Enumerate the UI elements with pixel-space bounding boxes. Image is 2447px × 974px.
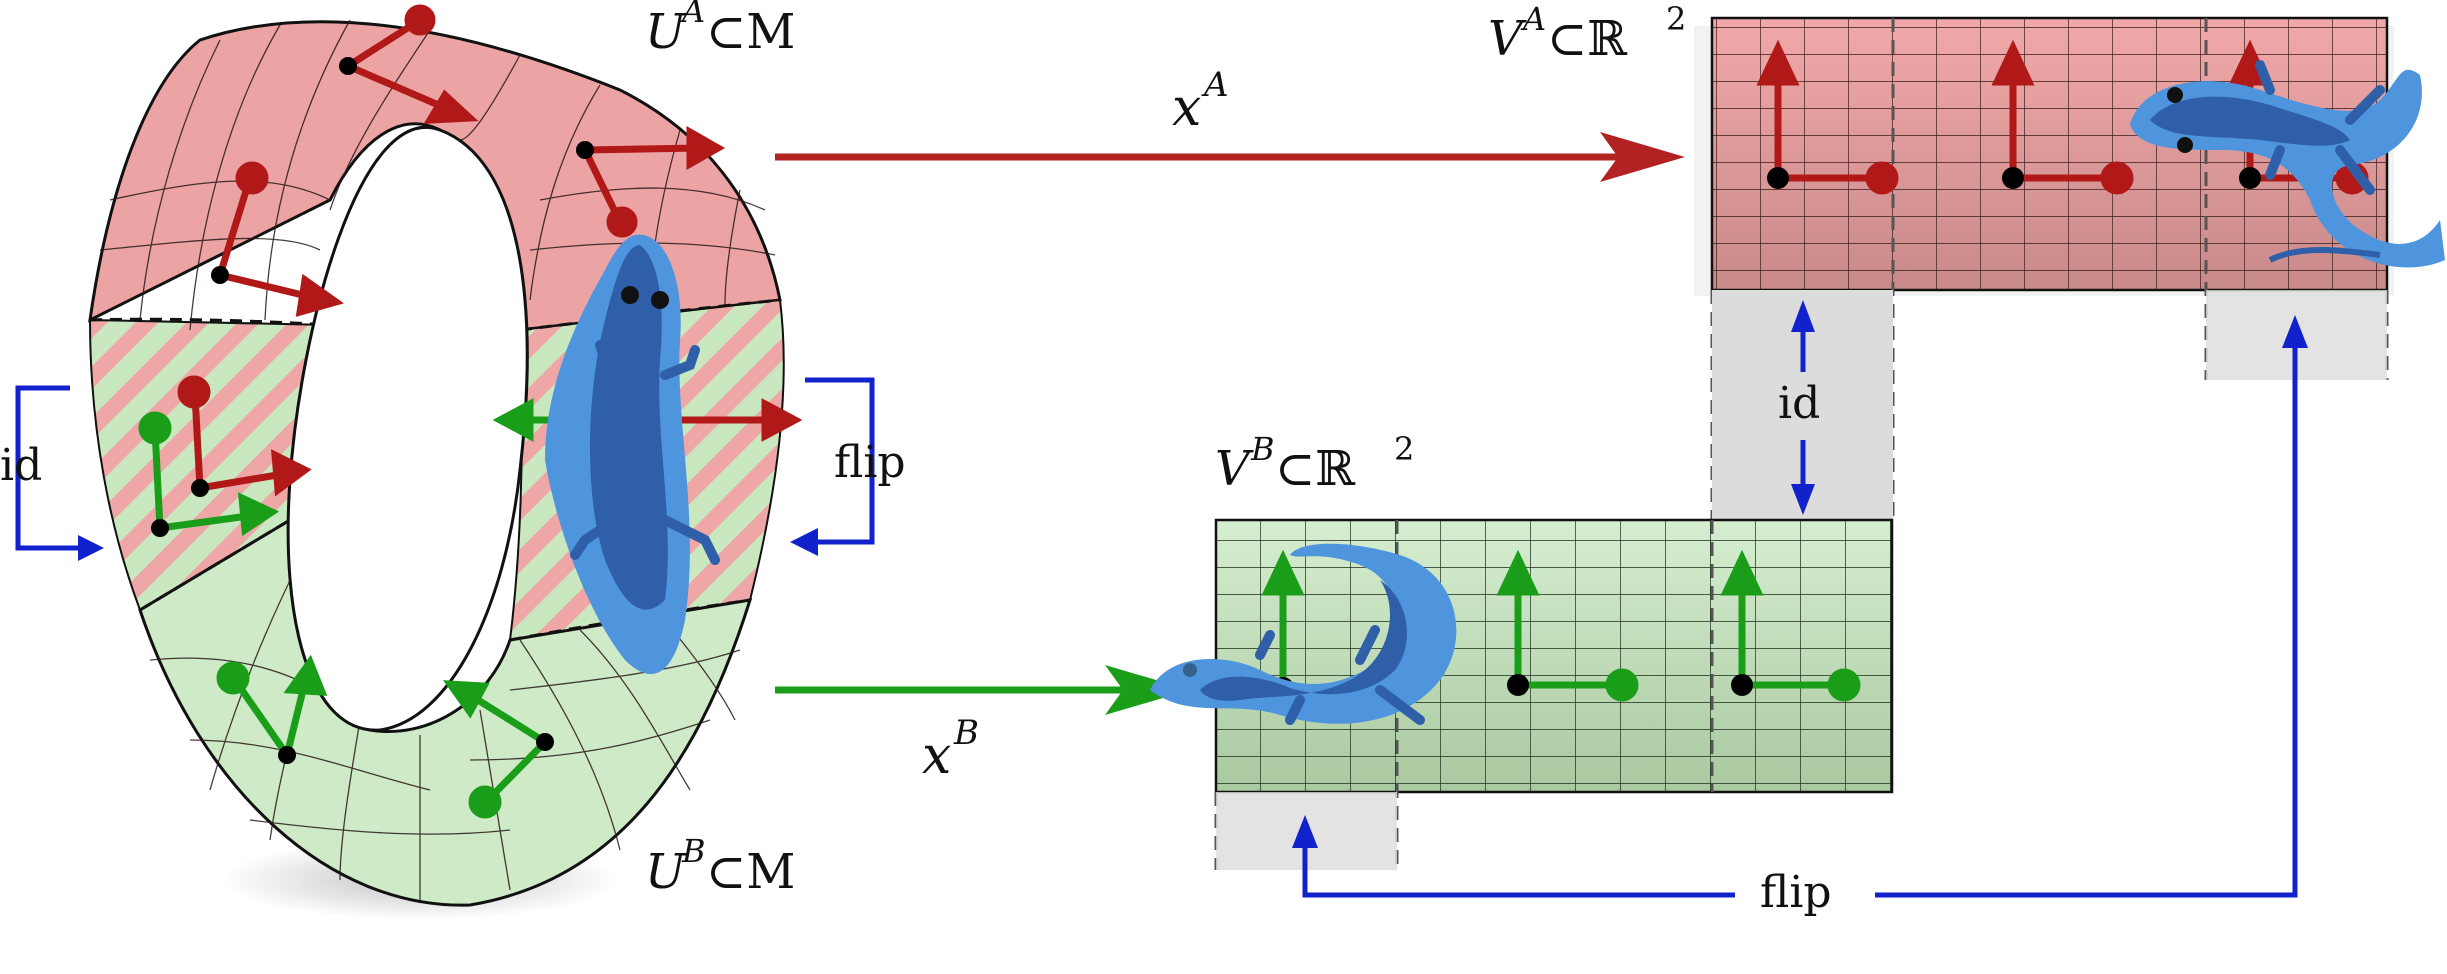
UA-sup: A — [679, 0, 705, 30]
arrow-xB — [775, 665, 1190, 715]
flip-left-bracket — [790, 377, 875, 556]
chart-VB — [1150, 518, 1894, 870]
VA-base: V — [1488, 11, 1527, 67]
xA-base: x — [1172, 78, 1201, 138]
id-middle-arrow — [1791, 300, 1815, 515]
label-xB: x B — [922, 713, 979, 786]
id-middle-label: id — [1778, 378, 1820, 429]
VA-sup: A — [1520, 0, 1546, 38]
VA-rest: ⊂ℝ — [1547, 11, 1627, 67]
id-left-label: id — [0, 440, 42, 491]
UB-base: U — [645, 844, 687, 900]
UB-sup: B — [681, 832, 706, 870]
xB-sup: B — [953, 713, 979, 753]
label-VB: V B ⊂ℝ 2 — [1215, 430, 1414, 497]
chart-VA-frames — [1756, 39, 2369, 195]
UB-rest: ⊂M — [706, 844, 795, 900]
gecko-icon — [545, 234, 720, 675]
gecko-icon — [1150, 543, 1457, 725]
band-inner-hole — [286, 125, 529, 732]
id-left-bracket — [15, 385, 104, 561]
flip-left-label: flip — [834, 437, 906, 488]
VB-base: V — [1215, 441, 1254, 497]
mobius-band — [88, 4, 803, 920]
VA-exp: 2 — [1666, 0, 1686, 38]
flip-bottom-label: flip — [1760, 867, 1832, 918]
label-xA: x A — [1172, 65, 1229, 138]
arrow-xA — [775, 132, 1685, 182]
VB-rest: ⊂ℝ — [1275, 441, 1355, 497]
VB-sup: B — [1250, 430, 1275, 468]
xB-base: x — [922, 726, 951, 786]
label-VA: V A ⊂ℝ 2 — [1488, 0, 1686, 67]
flip-bottom-arrow — [1292, 315, 2308, 898]
UA-rest: ⊂M — [706, 4, 795, 60]
VB-exp: 2 — [1394, 430, 1414, 468]
gecko-icon — [2130, 60, 2445, 268]
chart-VA — [1694, 16, 2445, 520]
UA-base: U — [645, 4, 687, 60]
xA-sup: A — [1201, 65, 1229, 105]
label-UB: U B ⊂M — [645, 832, 795, 900]
label-UA: U A ⊂M — [645, 0, 795, 60]
